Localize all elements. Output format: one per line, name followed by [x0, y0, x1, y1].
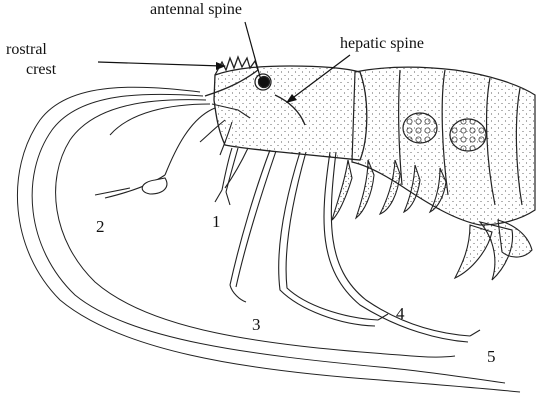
label-crest: crest — [26, 62, 56, 78]
tail-fan — [455, 220, 532, 280]
abdomen — [352, 67, 535, 225]
label-leg-2: 2 — [96, 218, 105, 235]
label-antennal-spine: antennal spine — [150, 2, 242, 18]
label-rostral: rostral — [6, 42, 47, 58]
antennule — [95, 108, 215, 198]
label-leg-3: 3 — [252, 316, 261, 333]
label-hepatic-spine: hepatic spine — [340, 36, 424, 52]
rostral-crest-leader — [98, 62, 222, 66]
label-leg-4: 4 — [396, 305, 405, 322]
label-leg-5: 5 — [487, 348, 496, 365]
label-leg-1: 1 — [212, 213, 221, 230]
